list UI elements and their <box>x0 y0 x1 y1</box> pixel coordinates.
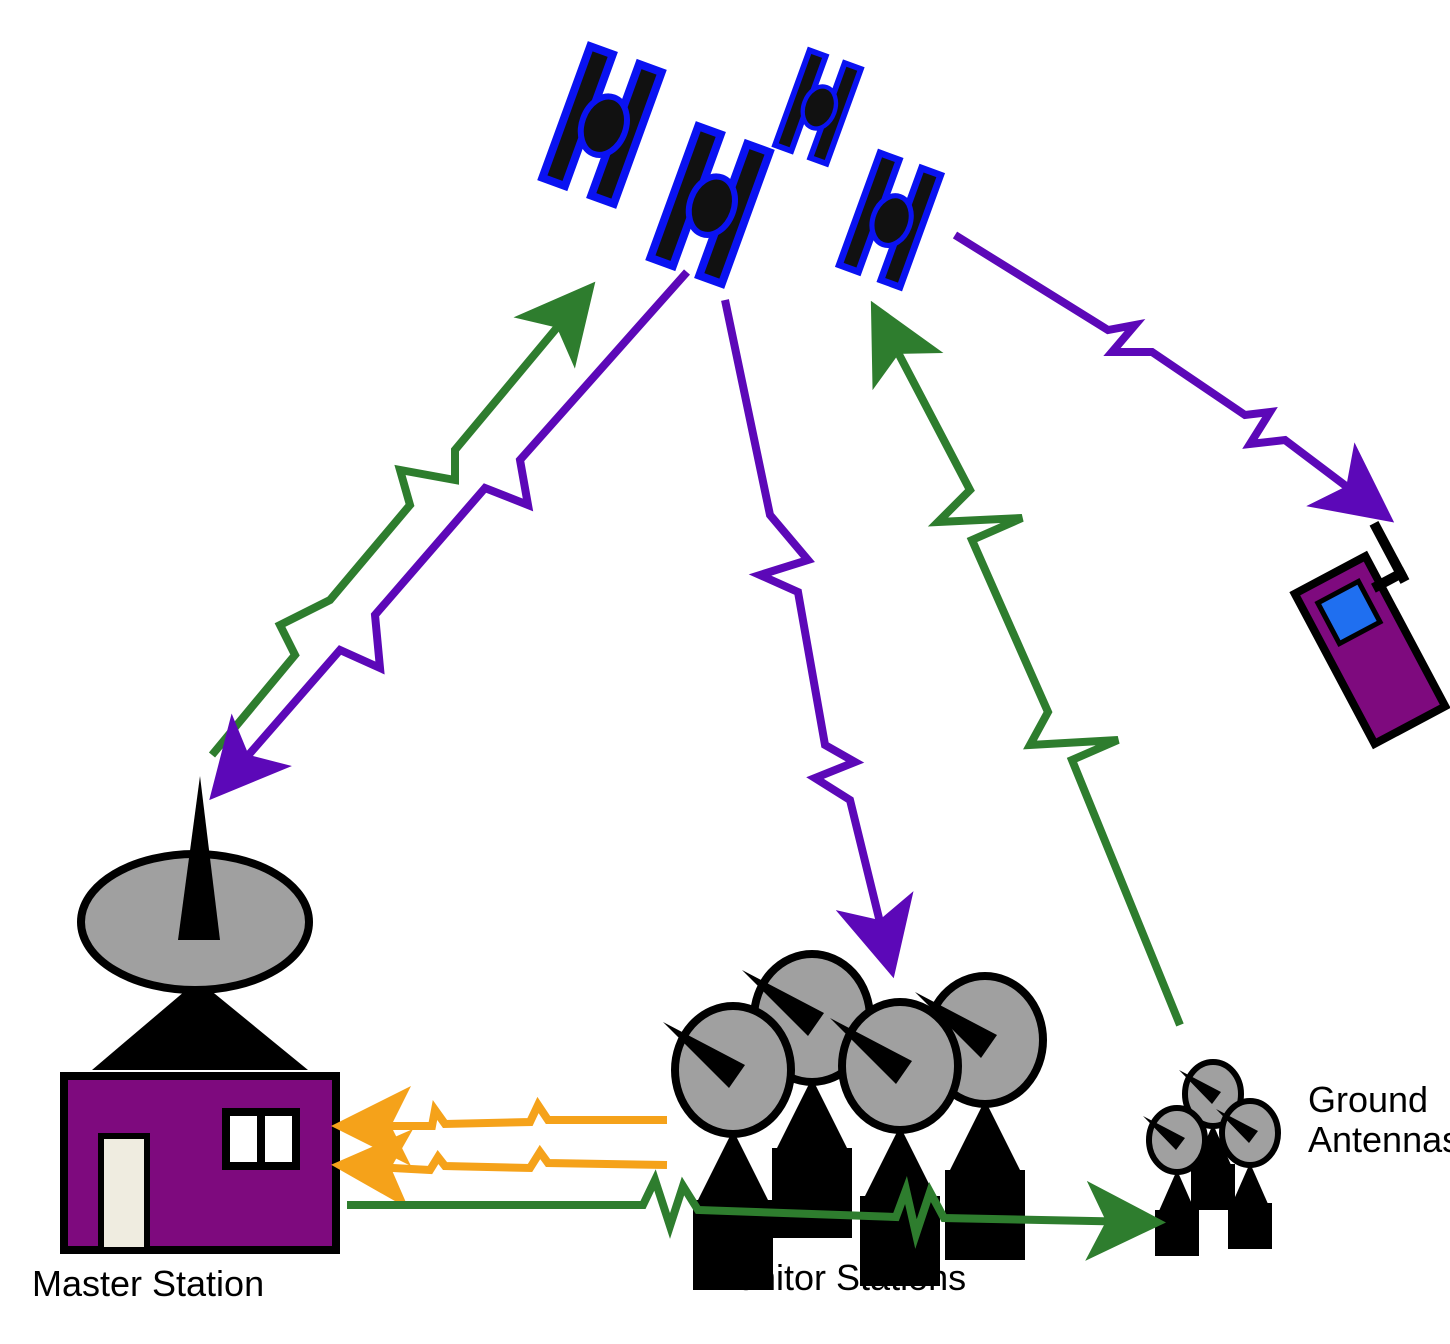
gps-receiver-icon <box>1289 520 1450 750</box>
satellite-constellation <box>542 46 940 287</box>
ground-antennas-icon <box>1143 1062 1278 1256</box>
satellite-icon <box>839 153 940 287</box>
master-station-label: Master Station <box>32 1263 265 1304</box>
ground-antennas-label-line1: Ground <box>1308 1079 1429 1120</box>
downlink-satellite-to-receiver <box>952 231 1395 523</box>
master-station-icon <box>60 776 340 1254</box>
uplink-master-to-satellite <box>208 281 596 758</box>
control-link-master-to-ground-antennas <box>347 1169 1166 1261</box>
satellite-icon <box>775 50 861 163</box>
downlink-satellite-to-monitor <box>721 299 914 979</box>
uplink-ground-antenna-to-satellite <box>870 300 1184 1027</box>
data-link-monitor-to-master-2 <box>331 1129 668 1209</box>
data-link-monitor-to-master-1 <box>331 1086 667 1166</box>
satellite-icon <box>650 126 769 284</box>
monitor-stations-label: Monitor Stations <box>706 1257 967 1298</box>
ground-antennas-label-line2: Antennas <box>1308 1119 1450 1160</box>
monitor-station-dish-icon <box>830 1002 958 1286</box>
monitor-station-dish-icon <box>663 1006 791 1290</box>
satellite-icon <box>542 46 661 204</box>
monitor-stations-icon <box>663 954 1043 1290</box>
ground-antennas-label: Ground Antennas <box>1308 1080 1450 1160</box>
downlink-satellite-to-master <box>209 269 690 801</box>
